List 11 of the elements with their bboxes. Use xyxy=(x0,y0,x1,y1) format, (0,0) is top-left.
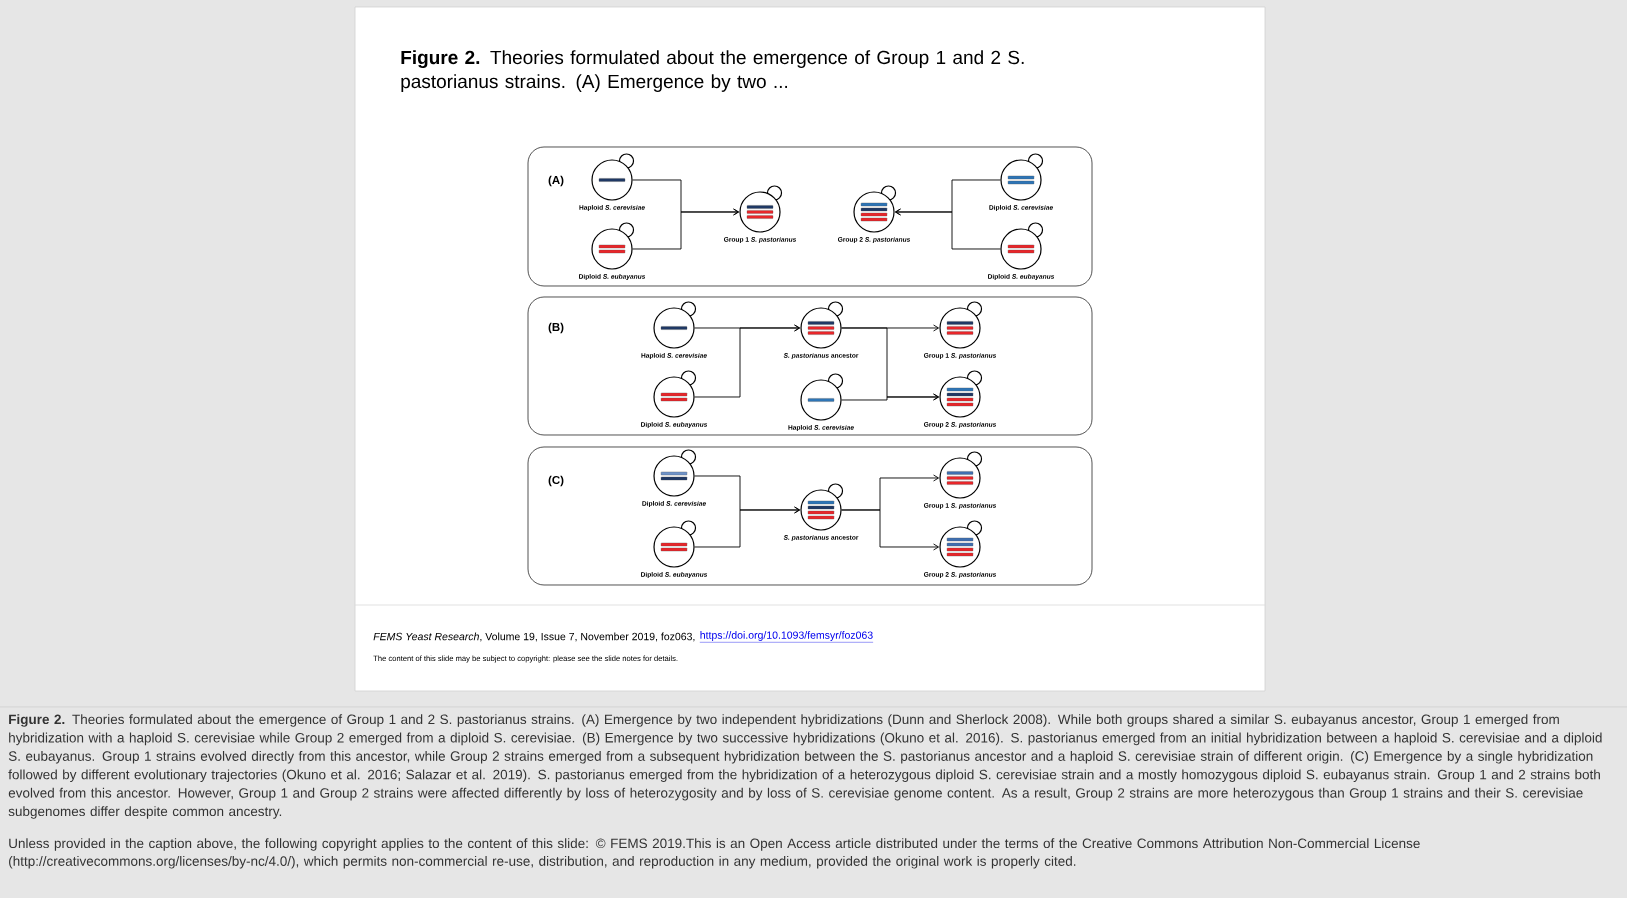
caption-text: Figure 2. Theories formulated about the emergence of Group 1 and 2 S. pastorianus strains. (A) Emergence by two independent hybridizations (Dunn and Sherlock 2008). While both groups shared a similar S. eubayanus ancestor, Group 1 emerged from hybridization with a haploid S. cerevisiae while Group 2 emerged from a diploid S. cerevisiae. (B) Emergence by two successive hybridizations (Okuno et al. 2016). S. pastorianus emerged from an initial hybridization between a haploid S. cerevisiae and a diploid S. eubayanus. Group 1 strains evolved directly from this ancestor, while Group 2 strains emerged from a subsequent hybridization between the S. pastorianus ancestor and a haploid S. cerevisiae strain of different origin. (C) Emergence by a single hybridization followed by different evolutionary trajectories (Okuno et al. 2016; Salazar et al. 2019). S. pastorianus emerged from the hybridization of a heterozygous diploid S. cerevisiae strain and a mostly homozygous diploid S. eubayanus strain. Group 1 and 2 strains both evolved from this ancestor. However, Group 1 and Group 2 strains were affected differently by loss of heterozygosity and by loss of S. cerevisiae genome content. As a result, Group 2 strains are more heterozygous than Group 1 strains and their S. cerevisiae subgenomes differ despite common ancestry. xyxy=(8,714,1602,819)
doi-link: https://doi.org/10.1093/femsyr/foz063 xyxy=(699,631,874,643)
connector-arrow xyxy=(841,509,939,551)
connector-arrow xyxy=(895,208,1001,250)
connector-arrow xyxy=(694,324,800,398)
citation-text: FEMS Yeast Research, Volume 19, Issue 7, November 2019, foz063, xyxy=(373,632,695,642)
connector-arrow xyxy=(694,506,800,548)
connector-arrow xyxy=(841,393,939,401)
connector-arrow xyxy=(632,208,739,250)
slide-title: Figure 2. Theories formulated about the emergence of Group 1 and 2 S. pastorianus strains. (A) Emergence by two ... xyxy=(401,50,1024,92)
license-text: Unless provided in the caption above, the following copyright applies to the content of this slide: © FEMS 2019.This is an Open Access article distributed under the terms of the Creative Commons Attribution Non-Commercial License (http://creativecommons.org/licenses/by-nc/4.0/), which permits non-commercial re-use, distribution, and reproduction in any medium, provided the original work is properly cited. xyxy=(9,838,1420,869)
